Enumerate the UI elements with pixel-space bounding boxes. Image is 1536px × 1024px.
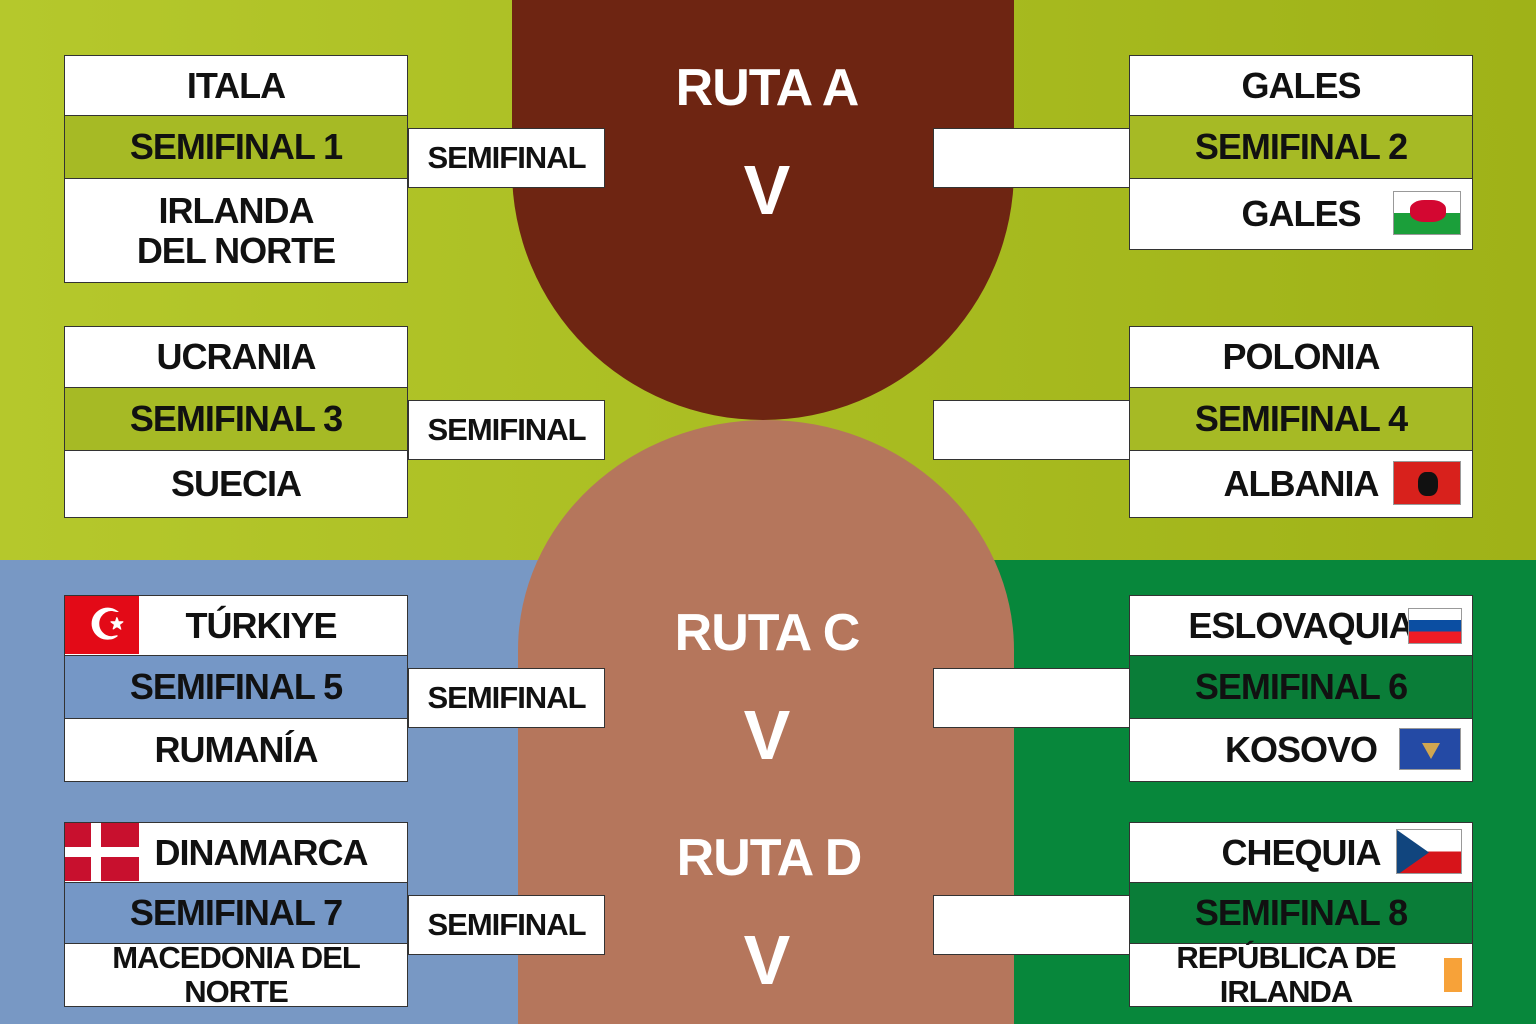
albania-flag-icon <box>1393 461 1461 505</box>
semifinal-connector-left-1: SEMIFINAL <box>408 128 605 188</box>
empty-connector-right-4 <box>933 895 1130 955</box>
semifinal-label: SEMIFINAL 2 <box>1130 116 1472 179</box>
team-top: POLONIA <box>1130 327 1472 388</box>
semifinal-label: SEMIFINAL 7 <box>65 883 407 944</box>
team-top: ☪ TÚRKIYE <box>65 596 407 656</box>
semifinal-connector-left-2: SEMIFINAL <box>408 400 605 460</box>
team-bottom: REPÚBLICA DE IRLANDA <box>1130 939 1472 1009</box>
team-bottom: SUECIA <box>170 463 302 505</box>
route-d-title: RUTA D <box>676 829 863 887</box>
semifinal-1-card: ITALA SEMIFINAL 1 IRLANDA DEL NORTE <box>64 55 408 283</box>
semifinal-4-card: POLONIA SEMIFINAL 4 ALBANIA <box>1129 326 1473 518</box>
semifinal-connector-left-4: SEMIFINAL <box>408 895 605 955</box>
team-name: ESLOVAQUIA <box>1188 604 1414 646</box>
team-bottom: KOSOVO <box>1130 719 1472 781</box>
semifinal-label: SEMIFINAL 1 <box>65 116 407 179</box>
route-a-vs: V <box>743 151 791 229</box>
wales-flag-icon <box>1393 191 1461 235</box>
team-name: ALBANIA <box>1223 463 1380 505</box>
semifinal-label: SEMIFINAL 4 <box>1130 388 1472 451</box>
route-a-area <box>512 0 1014 420</box>
semifinal-8-card: CHEQUIA SEMIFINAL 8 REPÚBLICA DE IRLANDA <box>1129 822 1473 1009</box>
team-top: DINAMARCA <box>65 823 407 883</box>
route-c-vs: V <box>743 696 791 774</box>
team-top: UCRANIA <box>65 327 407 388</box>
route-d-vs: V <box>743 921 791 999</box>
czechia-flag-icon <box>1396 829 1462 874</box>
semifinal-label: SEMIFINAL 6 <box>1130 656 1472 719</box>
semifinal-label: SEMIFINAL 3 <box>65 388 407 451</box>
semifinal-6-card: ESLOVAQUIA SEMIFINAL 6 KOSOVO <box>1129 595 1473 782</box>
team-bottom: ALBANIA <box>1130 451 1472 517</box>
team-name: TÚRKIYE <box>185 604 337 646</box>
team-top: ESLOVAQUIA <box>1130 596 1472 656</box>
team-top: ITALA <box>65 56 407 116</box>
turkey-flag-icon: ☪ <box>65 596 139 654</box>
semifinal-connector-left-3: SEMIFINAL <box>408 668 605 728</box>
kosovo-flag-icon <box>1399 728 1461 770</box>
semifinal-label: SEMIFINAL 8 <box>1130 883 1472 944</box>
route-a-title: RUTA A <box>675 59 860 117</box>
semifinal-5-card: ☪ TÚRKIYE SEMIFINAL 5 RUMANÍA <box>64 595 408 782</box>
team-bottom: RUMANÍA <box>154 729 319 771</box>
ireland-flag-icon <box>1444 958 1462 992</box>
semifinal-2-card: GALES SEMIFINAL 2 GALES <box>1129 55 1473 250</box>
team-top: GALES <box>1130 56 1472 116</box>
team-bottom: MACEDONIA DEL NORTE <box>112 939 361 1009</box>
empty-connector-right-2 <box>933 400 1130 460</box>
team-name: DINAMARCA <box>154 831 369 873</box>
team-name: KOSOVO <box>1224 729 1378 771</box>
semifinal-3-card: UCRANIA SEMIFINAL 3 SUECIA <box>64 326 408 518</box>
semifinal-label: SEMIFINAL 5 <box>65 656 407 719</box>
empty-connector-right-1 <box>933 128 1130 188</box>
team-bottom: GALES <box>1130 179 1472 249</box>
team-bottom: IRLANDA DEL NORTE <box>136 189 336 271</box>
semifinal-7-card: DINAMARCA SEMIFINAL 7 MACEDONIA DEL NORT… <box>64 822 408 1009</box>
team-name: CHEQUIA <box>1221 831 1381 873</box>
route-c-title: RUTA C <box>674 604 861 662</box>
team-name: REPÚBLICA DE IRLANDA <box>1176 939 1396 1009</box>
slovakia-flag-icon <box>1408 608 1462 644</box>
empty-connector-right-3 <box>933 668 1130 728</box>
team-top: CHEQUIA <box>1130 823 1472 883</box>
denmark-flag-icon <box>65 823 139 881</box>
team-name: GALES <box>1241 193 1361 235</box>
